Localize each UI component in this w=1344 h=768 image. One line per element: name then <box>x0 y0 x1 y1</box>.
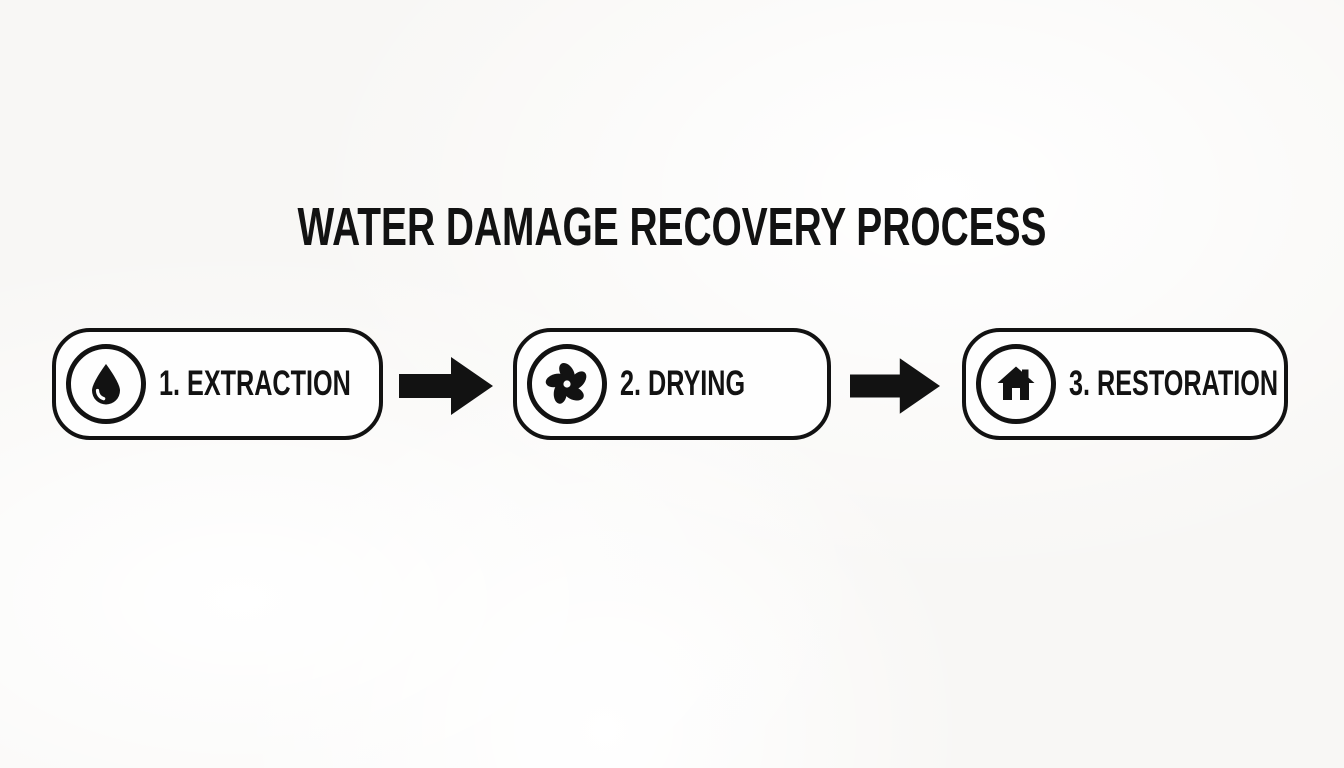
arrow-right-icon <box>399 357 493 415</box>
step-box-restoration: 3. RESTORATION <box>962 328 1288 440</box>
step-box-drying: 2. DRYING <box>513 328 831 440</box>
step-box-extraction: 1. EXTRACTION <box>52 328 383 440</box>
water-drop-icon <box>66 344 146 424</box>
step-label-restoration: 3. RESTORATION <box>1069 364 1279 403</box>
house-icon <box>976 344 1056 424</box>
step-label-extraction: 1. EXTRACTION <box>159 364 351 403</box>
diagram-title: WATER DAMAGE RECOVERY PROCESS <box>297 197 1047 257</box>
step-label-drying: 2. DRYING <box>620 364 746 403</box>
fan-icon <box>527 344 607 424</box>
arrow-right-icon <box>850 357 940 415</box>
